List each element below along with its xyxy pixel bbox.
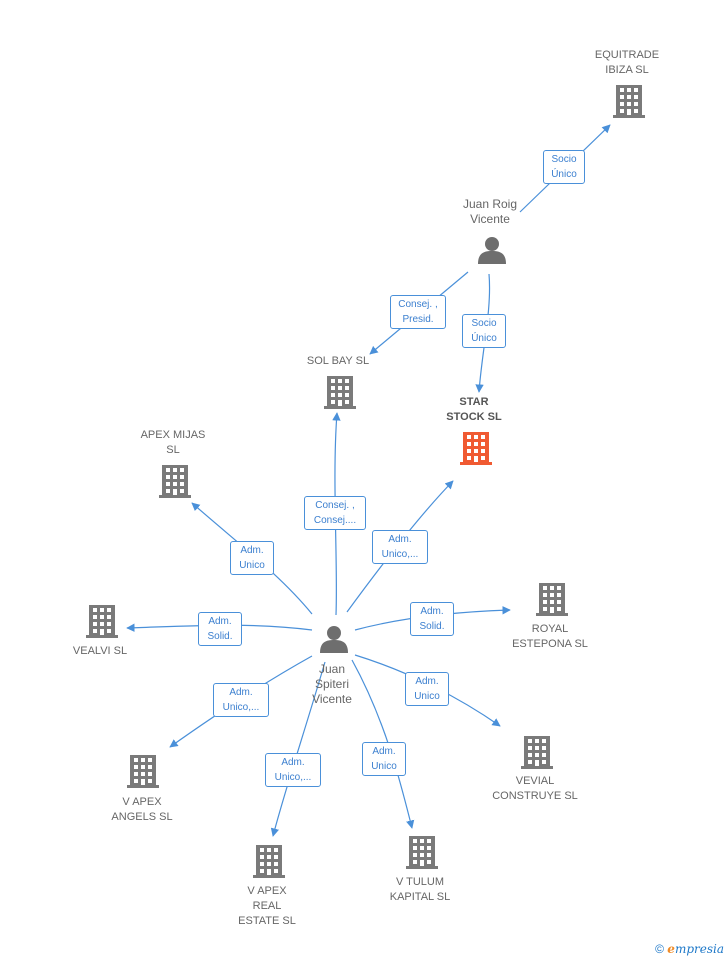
relation-box-e2[interactable]: Consej. , Presid.	[390, 295, 446, 329]
company-label-v-apex-real-estate[interactable]: V APEX REAL ESTATE SL	[238, 885, 296, 927]
person-icon[interactable]	[478, 237, 506, 264]
relation-box-e6[interactable]: Adm. Unico	[230, 541, 274, 575]
relation-box-e5[interactable]: Adm. Unico,...	[372, 530, 428, 564]
building-icon[interactable]	[460, 432, 492, 465]
building-icon[interactable]	[406, 836, 438, 869]
company-label-vevial-construye[interactable]: VEVIAL CONSTRUYE SL	[492, 775, 578, 802]
relation-box-e11[interactable]: Adm. Unico,...	[265, 753, 321, 787]
company-label-vealvi[interactable]: VEALVI SL	[72, 645, 128, 657]
relation-box-e9[interactable]: Adm. Unico	[405, 672, 449, 706]
building-icon[interactable]	[253, 845, 285, 878]
relation-box-e4[interactable]: Consej. , Consej....	[304, 496, 366, 530]
building-icon[interactable]	[86, 605, 118, 638]
company-label-apex-mijas[interactable]: APEX MIJAS SL	[140, 429, 206, 456]
brand-logo[interactable]: empresia	[667, 942, 724, 956]
relation-box-e3[interactable]: Socio Único	[462, 314, 506, 348]
building-icon[interactable]	[613, 85, 645, 118]
relation-box-e7[interactable]: Adm. Solid.	[198, 612, 242, 646]
building-icon[interactable]	[159, 465, 191, 498]
building-icon[interactable]	[324, 376, 356, 409]
footer-brand: © empresia	[655, 942, 724, 956]
person-label-juan-spiteri[interactable]: Juan Spiteri Vicente	[312, 662, 352, 706]
relation-box-e1[interactable]: Socio Único	[543, 150, 585, 184]
company-label-v-apex-angels[interactable]: V APEX ANGELS SL	[111, 796, 173, 823]
relation-box-e10[interactable]: Adm. Unico,...	[213, 683, 269, 717]
company-label-v-tulum-kapital[interactable]: V TULUM KAPITAL SL	[389, 876, 451, 903]
building-icon[interactable]	[521, 736, 553, 769]
relation-box-e12[interactable]: Adm. Unico	[362, 742, 406, 776]
person-icon[interactable]	[320, 626, 348, 653]
company-label-sol-bay[interactable]: SOL BAY SL	[306, 355, 370, 367]
relation-box-e8[interactable]: Adm. Solid.	[410, 602, 454, 636]
company-label-equitrade-ibiza[interactable]: EQUITRADE IBIZA SL	[594, 49, 660, 76]
person-label-juan-roig[interactable]: Juan Roig Vicente	[462, 197, 518, 226]
company-label-star-stock[interactable]: STAR STOCK SL	[446, 396, 502, 423]
building-icon[interactable]	[536, 583, 568, 616]
copyright-symbol: ©	[655, 942, 664, 956]
building-icon[interactable]	[127, 755, 159, 788]
company-label-royal-estepona[interactable]: ROYAL ESTEPONA SL	[512, 623, 588, 650]
